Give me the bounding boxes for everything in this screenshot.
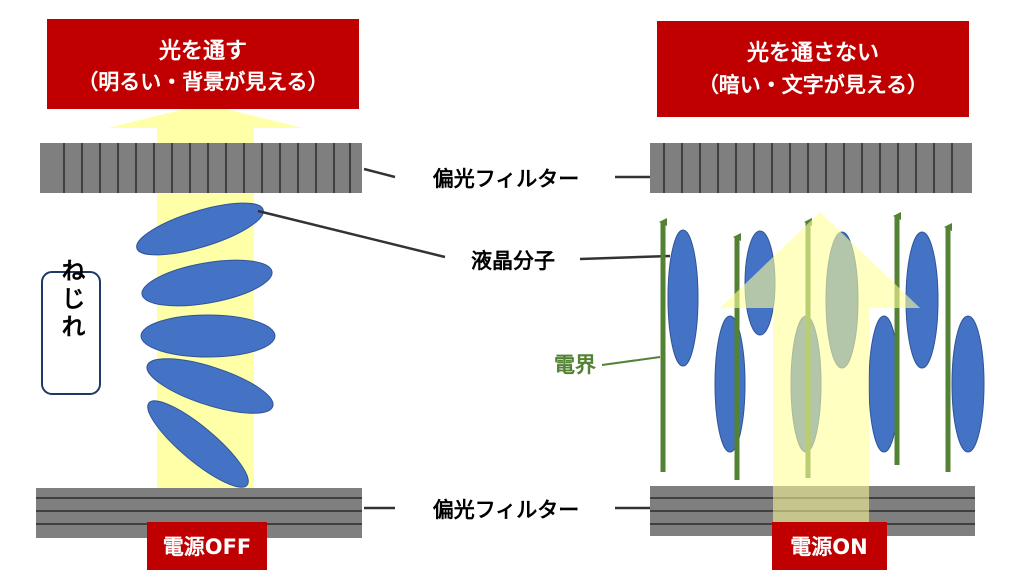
power-off-badge: 電源OFF: [147, 522, 267, 570]
lc-molecule: [714, 315, 746, 453]
right-title-line1: 光を通さない: [746, 41, 879, 66]
lc-molecule: [667, 229, 699, 367]
field-leader: [601, 356, 661, 366]
power-on-label: 電源ON: [790, 535, 867, 559]
lc-molecule: [147, 400, 249, 488]
liquid-crystal-label: 液晶分子: [471, 249, 555, 273]
lc-molecule: [140, 314, 276, 358]
lc-molecule: [141, 259, 273, 307]
top-polarizer-label: 偏光フィルター: [433, 167, 580, 191]
right-title: 光を通さない （暗い・文字が見える）: [657, 21, 969, 117]
lc-molecule: [136, 202, 264, 256]
bottom-polarizer-label: 偏光フィルター: [433, 498, 580, 522]
field-label: 電界: [554, 353, 596, 377]
right-top-polarizer: [650, 143, 972, 193]
lc-molecule: [951, 315, 985, 453]
left-title-line1: 光を通す: [158, 39, 247, 64]
twist-label: ねじれ: [57, 258, 85, 342]
power-off-label: 電源OFF: [163, 535, 252, 559]
left-title: 光を通す （明るい・背景が見える）: [47, 19, 359, 109]
lc-molecule: [146, 358, 274, 414]
left-lc-molecules: [136, 202, 276, 488]
right-title-line2: （暗い・文字が見える）: [698, 73, 928, 97]
leader-lines: [257, 167, 671, 510]
twist-label-box: ねじれ: [41, 258, 101, 395]
power-on-badge: 電源ON: [772, 522, 887, 570]
left-top-polarizer: [40, 143, 362, 193]
left-title-line2: （明るい・背景が見える）: [77, 70, 328, 94]
